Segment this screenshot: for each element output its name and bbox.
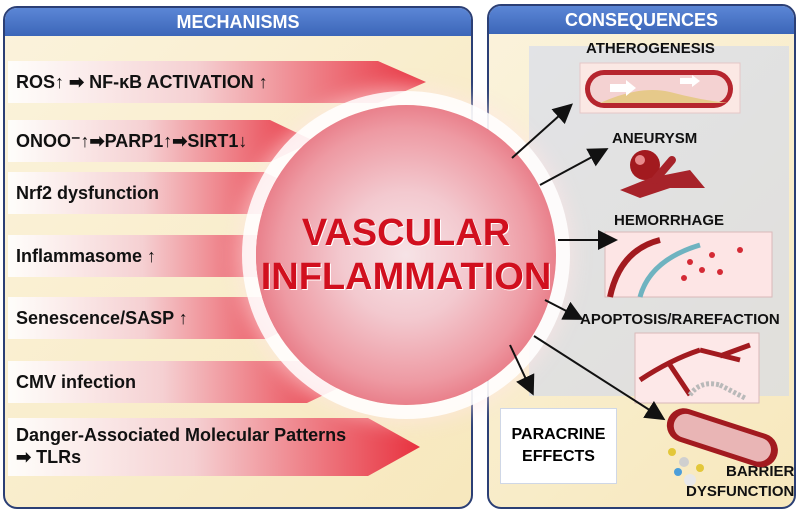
connector-arrows	[509, 103, 666, 421]
mechanism-label-line1: Danger-Associated Molecular Patterns	[16, 425, 347, 445]
mechanism-inflammasome: Inflammasome ↑	[8, 235, 306, 277]
atherogenesis-illustration	[579, 62, 741, 114]
mechanism-label: Senescence/SASP ↑	[16, 307, 188, 328]
mechanism-arrow	[8, 172, 308, 214]
consequence-hemorrhage: HEMORRHAGE	[614, 212, 725, 229]
barrier-line2: DYSFUNCTION	[686, 483, 795, 500]
mechanisms-header: MECHANISMS	[5, 8, 471, 36]
hemorrhage-illustration	[604, 231, 773, 298]
mechanism-label-line2: ➡ TLRs	[16, 447, 82, 467]
center-title-line2: INFLAMMATION	[260, 256, 552, 298]
consequence-aneurysm: ANEURYSM	[612, 130, 698, 147]
mechanism-ros: ROS↑ ➡ NF-κB ACTIVATION ↑	[8, 61, 426, 103]
barrier-line1: BARRIER	[726, 463, 795, 480]
consequence-apoptosis: APOPTOSIS/RAREFACTION	[580, 311, 780, 328]
mechanism-nrf2: Nrf2 dysfunction	[8, 172, 308, 214]
consequences-header: CONSEQUENCES	[489, 6, 794, 34]
mechanism-arrow	[8, 297, 310, 339]
mechanism-label: Inflammasome ↑	[16, 245, 157, 266]
mechanism-label: Nrf2 dysfunction	[16, 182, 160, 203]
mechanism-senescence: Senescence/SASP ↑	[8, 297, 310, 339]
aneurysm-illustration	[620, 150, 705, 198]
mechanism-cmv: CMV infection	[8, 361, 351, 403]
consequence-paracrine: PARACRINE EFFECTS	[500, 408, 617, 484]
mechanism-arrow	[8, 418, 420, 476]
mechanism-label: ROS↑ ➡ NF-κB ACTIVATION ↑	[16, 71, 268, 92]
mechanism-onoo: ONOO⁻↑➡PARP1↑➡SIRT1↓	[8, 120, 314, 162]
mechanism-label: Danger-Associated Molecular Patterns ➡ T…	[16, 424, 346, 482]
mechanism-arrow	[8, 235, 306, 277]
mechanism-arrow	[8, 120, 314, 162]
mechanism-arrow	[8, 61, 426, 103]
paracrine-line1: PARACRINE	[511, 426, 606, 443]
mechanism-label: CMV infection	[16, 371, 136, 392]
mechanism-damps: Danger-Associated Molecular Patterns ➡ T…	[8, 418, 420, 476]
apoptosis-illustration	[634, 332, 760, 404]
paracrine-line2: EFFECTS	[522, 448, 595, 465]
mechanism-arrow	[8, 361, 351, 403]
center-title-line1: VASCULAR	[301, 212, 511, 254]
consequence-atherogenesis: ATHEROGENESIS	[586, 40, 715, 57]
consequence-barrier: BARRIER DYSFUNCTION	[686, 462, 794, 502]
mechanism-label: ONOO⁻↑➡PARP1↑➡SIRT1↓	[16, 130, 248, 151]
vascular-inflammation-circle: VASCULAR INFLAMMATION	[256, 105, 556, 405]
barrier-illustration	[666, 408, 778, 486]
